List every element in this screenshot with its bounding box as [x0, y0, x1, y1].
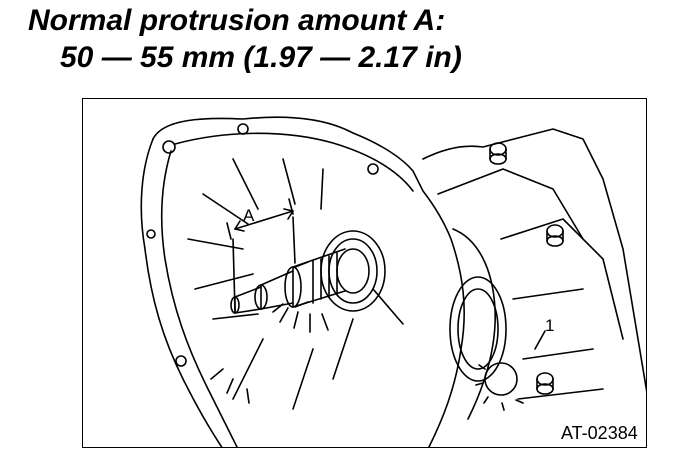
part-callout-1: 1 [545, 316, 554, 335]
spec-value: 50 — 55 mm (1.97 — 2.17 in) [60, 41, 462, 74]
bearing-retainer [320, 230, 386, 312]
case-opening [449, 276, 507, 382]
bell-housing-left-edge [140, 138, 223, 447]
figure-id: AT-02384 [561, 423, 638, 443]
flange-bolt-hole [146, 229, 156, 239]
flange-bolt-hole [162, 140, 176, 154]
stud [536, 372, 554, 395]
drain-plug [484, 362, 518, 396]
stud [546, 224, 564, 247]
flange-bolt-hole [237, 123, 249, 135]
input-shaft [292, 248, 346, 308]
figure-frame: A 1 AT-02384 [82, 98, 647, 448]
callout-1-leader [534, 330, 546, 350]
flange-bolt-hole [367, 163, 379, 175]
stud [489, 142, 507, 165]
bell-housing-outline [152, 116, 465, 447]
dimension-label-A: A [243, 206, 255, 225]
case-outline [422, 128, 646, 392]
flange-bolt-hole [175, 355, 187, 367]
bell-housing-inner-edge [160, 150, 238, 447]
dimension-line-A [234, 210, 294, 230]
transmission-illustration: A 1 AT-02384 [140, 116, 646, 447]
spec-heading: Normal protrusion amount A: 50 — 55 mm (… [28, 2, 462, 76]
spec-title: Normal protrusion amount A: [28, 4, 446, 37]
